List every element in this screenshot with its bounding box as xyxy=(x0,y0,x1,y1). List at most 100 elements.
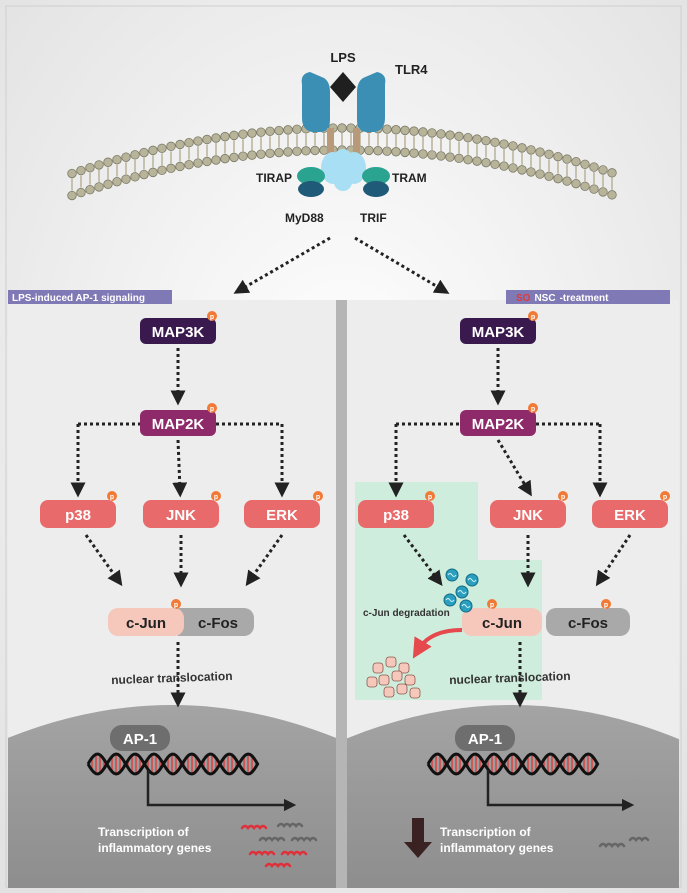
mrna xyxy=(628,836,650,843)
phospho-dot xyxy=(425,491,435,501)
lipid-head xyxy=(580,159,590,170)
left-cjun-label: c-Jun xyxy=(126,615,166,632)
mrna xyxy=(290,836,318,843)
phospho-label: p xyxy=(604,602,608,609)
lipid-head xyxy=(400,125,410,136)
peptide-fragment xyxy=(398,662,410,674)
title-main: NSC xyxy=(534,293,555,304)
lipid-head xyxy=(436,151,446,161)
lipid-head xyxy=(373,146,383,156)
lipid-head xyxy=(175,161,185,172)
lipid-head xyxy=(391,125,401,135)
peptide-fragment xyxy=(378,674,390,686)
lipid-head xyxy=(454,131,464,142)
phospho-label: p xyxy=(561,494,565,501)
lipid-head xyxy=(445,130,455,140)
lipid-head xyxy=(517,143,527,153)
lipid-head xyxy=(445,152,455,162)
right-panel-title-bar xyxy=(506,290,670,304)
phospho-dot xyxy=(211,491,221,501)
phospho-label: p xyxy=(210,314,214,321)
left-transcription-line2: inflammatory genes xyxy=(98,841,212,855)
lipid-head xyxy=(562,176,572,186)
lipid-head xyxy=(418,149,428,159)
lipid-head xyxy=(274,147,284,158)
myd88-label: MyD88 xyxy=(285,211,324,225)
phospho-label: p xyxy=(110,494,114,501)
lipid-head xyxy=(382,124,392,134)
lipid-head xyxy=(211,133,221,143)
lipid-head xyxy=(94,182,104,192)
lps-label: LPS xyxy=(330,50,356,65)
right-pathway: MAP3K MAP2K p38 JNK ERK c-Jun c-Fos c-Ju… xyxy=(358,318,668,858)
lipid-head xyxy=(472,156,482,166)
phospho-dot xyxy=(601,599,611,609)
downregulation-arrow-icon xyxy=(404,818,432,858)
lipid-head xyxy=(598,165,608,175)
left-map3k-box xyxy=(140,318,216,344)
right-cfos-box xyxy=(546,608,630,636)
right-cjun-label: c-Jun xyxy=(482,615,522,632)
lipid-head xyxy=(193,136,203,146)
myd88-shape xyxy=(298,181,324,197)
lipid-head xyxy=(202,134,212,145)
degraded-fragments-icon xyxy=(366,656,421,699)
lipid-head xyxy=(166,163,176,174)
lipid-head xyxy=(220,131,230,142)
lipid-head xyxy=(292,124,302,135)
lipid-head xyxy=(283,125,293,135)
lipid-head xyxy=(571,156,581,167)
dotted-arrow xyxy=(172,439,188,498)
panel-divider xyxy=(336,300,347,888)
peptide-fragment xyxy=(383,686,395,698)
phospho-label: p xyxy=(214,494,218,501)
lipid-head xyxy=(409,148,419,158)
phospho-label: p xyxy=(174,602,178,609)
lipid-head xyxy=(454,153,464,164)
phospho-label: p xyxy=(316,494,320,501)
mrna xyxy=(258,836,286,843)
lipid-head xyxy=(427,150,437,160)
mrna xyxy=(248,850,276,857)
phospho-dot xyxy=(487,599,497,609)
left-cjun-box xyxy=(108,608,184,636)
arrow-to-right-panel xyxy=(354,236,450,294)
right-map2k-label: MAP2K xyxy=(472,416,525,433)
lipid-head xyxy=(580,181,590,192)
phospho-label: p xyxy=(663,494,667,501)
lipid-head xyxy=(112,154,122,165)
left-dna-helix-icon xyxy=(86,752,260,776)
lipid-head xyxy=(265,148,275,159)
lipid-head xyxy=(535,147,545,157)
lipid-head xyxy=(121,152,131,162)
left-translocation-label: nuclear translocation xyxy=(111,669,233,687)
lipid-head xyxy=(607,168,617,178)
lipid-head xyxy=(94,160,104,170)
lipid-head xyxy=(238,129,248,139)
lipid-head xyxy=(409,126,419,136)
lipid-head xyxy=(499,139,509,149)
lipid-head xyxy=(607,190,617,200)
mrna xyxy=(276,822,304,829)
right-ap1-label: AP-1 xyxy=(468,731,502,748)
lipid-head xyxy=(526,167,536,177)
dna-strand xyxy=(426,752,600,776)
left-nucleus xyxy=(8,705,336,888)
ubiquitin-stripe xyxy=(447,573,457,577)
mrna xyxy=(264,862,292,869)
lipid-head xyxy=(157,165,167,176)
phospho-label: p xyxy=(428,494,432,501)
right-mrna-icons xyxy=(598,836,650,849)
mrna xyxy=(280,850,308,857)
lipid-head xyxy=(562,154,572,164)
lipid-head xyxy=(148,167,158,178)
left-jnk-label: JNK xyxy=(166,507,196,524)
dotted-arrow xyxy=(496,439,532,497)
lipid-head xyxy=(292,146,302,157)
mrna xyxy=(240,824,268,831)
phospho-dot xyxy=(528,403,538,413)
phospho-dot xyxy=(528,311,538,321)
left-cfos-label: c-Fos xyxy=(198,615,238,632)
lipid-head xyxy=(220,153,230,164)
right-erk-box xyxy=(592,500,668,528)
